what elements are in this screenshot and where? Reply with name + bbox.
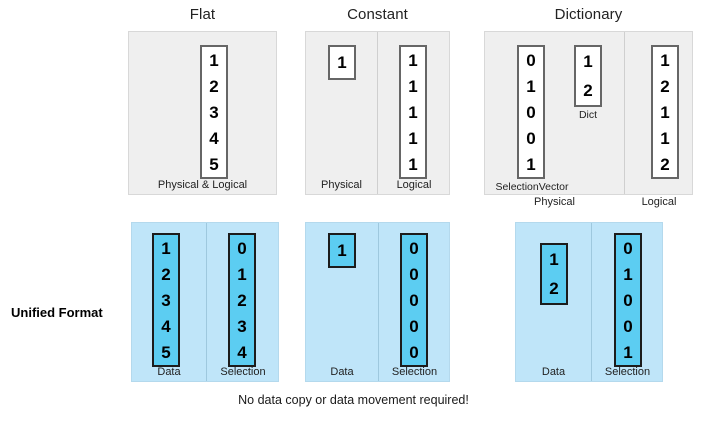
flat-values-box: 1 2 3 4 5 <box>200 45 228 179</box>
cell-value: 1 <box>408 128 418 148</box>
flat-unified-data-box: 1 2 3 4 5 <box>152 233 180 367</box>
cell-value: 0 <box>409 238 419 258</box>
flat-unified-divider <box>206 223 207 381</box>
cell-value: 1 <box>623 264 633 284</box>
cell-value: 3 <box>209 102 219 122</box>
cell-value: 1 <box>583 52 593 71</box>
figure-footnote: No data copy or data movement required! <box>238 393 469 407</box>
column-title-dictionary: Dictionary <box>554 6 623 23</box>
unified-format-row-label: Unified Format <box>11 305 103 320</box>
dictionary-selection-vector-label: SelectionVector <box>495 181 569 193</box>
cell-value: 0 <box>237 238 247 258</box>
cell-value: 1 <box>408 154 418 174</box>
cell-value: 0 <box>409 290 419 310</box>
cell-value: 3 <box>237 316 247 336</box>
dictionary-panel-divider <box>624 32 625 194</box>
cell-value: 1 <box>161 238 171 258</box>
dictionary-unified-panel: 1 2 Data 0 1 0 0 1 Selection <box>515 222 663 382</box>
cell-value: 1 <box>408 76 418 96</box>
dictionary-dict-box: 1 2 <box>574 45 602 107</box>
constant-unified-data-box: 1 <box>328 233 356 268</box>
cell-value: 0 <box>526 128 536 148</box>
cell-value: 1 <box>623 342 633 362</box>
constant-unified-divider <box>378 223 379 381</box>
cell-value: 1 <box>408 102 418 122</box>
cell-value: 1 <box>337 53 347 72</box>
cell-value: 2 <box>237 290 247 310</box>
dictionary-unified-data-box: 1 2 <box>540 243 568 305</box>
cell-value: 1 <box>209 50 219 70</box>
cell-value: 1 <box>237 264 247 284</box>
cell-value: 0 <box>409 264 419 284</box>
column-title-constant: Constant <box>347 6 408 23</box>
dictionary-selection-vector-box: 0 1 0 0 1 <box>517 45 545 179</box>
cell-value: 5 <box>161 342 171 362</box>
cell-value: 4 <box>237 342 247 362</box>
constant-physical-box: 1 <box>328 45 356 80</box>
cell-value: 2 <box>660 154 670 174</box>
flat-unified-selection-box: 0 1 2 3 4 <box>228 233 256 367</box>
constant-panel: 1 Physical 1 1 1 1 1 Logical <box>305 31 450 195</box>
dictionary-panel: 0 1 0 0 1 SelectionVector 1 2 Dict Physi… <box>484 31 693 208</box>
dictionary-unified-data-caption: Data <box>541 366 566 378</box>
cell-value: 1 <box>660 50 670 70</box>
cell-value: 1 <box>660 128 670 148</box>
cell-value: 5 <box>209 154 219 174</box>
constant-physical-caption: Physical <box>321 179 362 191</box>
cell-value: 2 <box>161 264 171 284</box>
cell-value: 0 <box>526 50 536 70</box>
flat-physical-logical-panel: 1 2 3 4 5 Physical & Logical <box>128 31 277 195</box>
constant-unified-panel: 1 Data 0 0 0 0 0 Selection <box>305 222 450 382</box>
flat-physical-logical-caption: Physical & Logical <box>157 179 248 191</box>
cell-value: 3 <box>161 290 171 310</box>
cell-value: 2 <box>583 81 593 100</box>
column-title-flat: Flat <box>189 6 216 23</box>
constant-unified-selection-box: 0 0 0 0 0 <box>400 233 428 367</box>
dictionary-unified-selection-box: 0 1 0 0 1 <box>614 233 642 367</box>
dictionary-logical-caption: Logical <box>641 196 677 208</box>
constant-unified-data-caption: Data <box>330 366 354 378</box>
constant-unified-selection-caption: Selection <box>391 366 438 378</box>
cell-value: 4 <box>209 128 219 148</box>
cell-value: 0 <box>623 238 633 258</box>
cell-value: 2 <box>549 279 559 298</box>
constant-logical-caption: Logical <box>396 179 432 191</box>
cell-value: 0 <box>623 290 633 310</box>
dictionary-unified-selection-caption: Selection <box>604 366 651 378</box>
cell-value: 1 <box>549 250 559 269</box>
cell-value: 0 <box>526 102 536 122</box>
cell-value: 1 <box>408 50 418 70</box>
cell-value: 1 <box>337 241 347 260</box>
flat-unified-data-caption: Data <box>157 366 181 378</box>
cell-value: 2 <box>660 76 670 96</box>
cell-value: 4 <box>161 316 171 336</box>
constant-panel-divider <box>377 32 378 194</box>
flat-unified-panel: 1 2 3 4 5 Data 0 1 2 3 4 Selection <box>131 222 279 382</box>
cell-value: 1 <box>660 102 670 122</box>
flat-unified-selection-caption: Selection <box>220 366 266 378</box>
cell-value: 0 <box>409 342 419 362</box>
cell-value: 0 <box>409 316 419 336</box>
dictionary-unified-divider <box>591 223 592 381</box>
dictionary-logical-box: 1 2 1 1 2 <box>651 45 679 179</box>
cell-value: 1 <box>526 154 536 174</box>
cell-value: 2 <box>209 76 219 96</box>
cell-value: 1 <box>526 76 536 96</box>
cell-value: 0 <box>623 316 633 336</box>
dictionary-physical-caption: Physical <box>534 196 575 208</box>
dictionary-dict-label: Dict <box>578 109 598 121</box>
constant-logical-box: 1 1 1 1 1 <box>399 45 427 179</box>
